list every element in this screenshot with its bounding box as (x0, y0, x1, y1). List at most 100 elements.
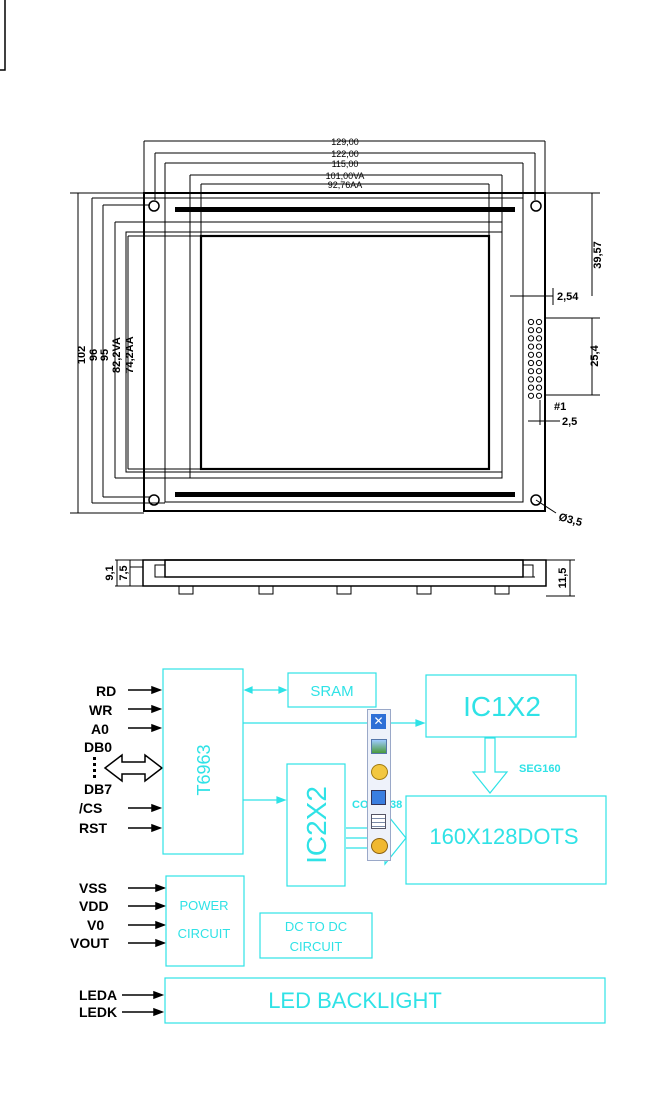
dim-115: 115,00 (332, 159, 359, 169)
pcb-inner (164, 197, 524, 503)
dim-92aa: 92,76AA (328, 180, 363, 190)
dim-82va: 82,2VA (111, 337, 123, 373)
mount-hole-tr (530, 200, 542, 212)
seg-arrow (471, 737, 509, 794)
connector-pin (535, 359, 543, 367)
signal-rst: RST (79, 820, 107, 836)
power-label-2: CIRCUIT (178, 926, 231, 941)
side-tabs (178, 585, 510, 595)
dim-122: 122,00 (331, 149, 359, 159)
backlight-label: LED BACKLIGHT (268, 988, 442, 1013)
sram-box (287, 672, 377, 708)
connector-pin (535, 368, 543, 375)
dim-75: 7,5 (118, 565, 130, 580)
connector-pin (535, 392, 543, 399)
ic1-label: IC1X2 (463, 691, 541, 722)
module-outline (143, 192, 546, 512)
signal-v0: V0 (87, 917, 104, 933)
signal-rd: RD (96, 683, 116, 699)
connector-pin (527, 318, 535, 326)
dim-95: 95 (99, 349, 111, 361)
power-label-1: POWER (179, 898, 228, 913)
signal-ledk: LEDK (79, 1004, 117, 1020)
connector-pin (527, 368, 535, 375)
mount-hole-br (530, 494, 542, 506)
signal-db7: DB7 (84, 781, 112, 797)
connector-pin (527, 327, 535, 334)
sram-label: SRAM (310, 683, 353, 700)
page-frame-corner (0, 0, 6, 71)
com-label: CO (352, 799, 369, 811)
mount-hole-tl (148, 200, 160, 212)
side-tab (416, 585, 432, 595)
connector-pin (535, 327, 543, 334)
dim-hole: Ø3,5 (557, 511, 583, 529)
dim-129: 129,00 (331, 137, 359, 147)
va-outline (189, 221, 503, 479)
data-bus-arrow (103, 753, 164, 783)
dim-96: 96 (88, 349, 100, 361)
connector-pin (527, 359, 535, 367)
com-label-2: 38 (390, 799, 402, 811)
signal-leda: LEDA (79, 987, 117, 1003)
connector-pin (527, 384, 535, 391)
connector-pin (535, 335, 543, 342)
ic1-box (425, 674, 577, 738)
dim-254b: 25,4 (589, 344, 601, 366)
connector-pins (527, 318, 543, 399)
floating-toolbar: ✕ (367, 709, 391, 861)
connector-pin (535, 376, 543, 383)
dcdc-label-2: CIRCUIT (290, 939, 343, 954)
dcdc-box (259, 912, 373, 959)
dim-254: 2,54 (557, 291, 579, 303)
connector-pin (527, 343, 535, 350)
signal-db0: DB0 (84, 739, 112, 755)
signal-a0: A0 (91, 721, 109, 737)
connector-pin (527, 392, 535, 399)
dim-115-side: 11,5 (557, 568, 569, 589)
side-tab (336, 585, 352, 595)
connector-pin (535, 384, 543, 391)
panel-label: 160X128DOTS (429, 824, 578, 849)
dim-91: 9,1 (104, 565, 116, 580)
window-icon[interactable] (371, 790, 386, 805)
connector-pin (527, 376, 535, 383)
signal-wr: WR (89, 702, 112, 718)
list-icon[interactable] (371, 814, 386, 829)
paint-icon[interactable] (371, 838, 388, 854)
dim-101va: 101,00VA (326, 171, 365, 181)
signal-vdd: VDD (79, 898, 109, 914)
side-tab (258, 585, 274, 595)
dim-102: 102 (76, 346, 88, 364)
controller-box (162, 668, 244, 855)
dcdc-label-1: DC TO DC (285, 919, 347, 934)
block-diagram: RD WR A0 DB0 DB7 /CS RST VSS VDD V0 VOUT… (70, 668, 607, 1024)
active-area (199, 234, 491, 471)
dim-pin1: #1 (554, 401, 566, 413)
picture-icon[interactable] (371, 739, 387, 754)
controller-label: T6963 (194, 744, 214, 795)
signal-vout: VOUT (70, 935, 109, 951)
seg-label: SEG160 (519, 763, 561, 775)
connector-pin (535, 318, 543, 326)
power-box (165, 875, 245, 967)
ic2-box (286, 763, 346, 887)
mount-hole-bl (148, 494, 160, 506)
connector-pin (535, 351, 543, 358)
top-view: 129,00 122,00 115,00 101,00VA 92,76AA 10… (70, 137, 604, 529)
signal-cs: /CS (79, 800, 102, 816)
dim-74aa: 74,2AA (124, 336, 136, 373)
connector-pin (527, 335, 535, 342)
backlight-box (164, 977, 606, 1024)
panel-box (405, 795, 607, 885)
signal-vss: VSS (79, 880, 107, 896)
pin-icon[interactable]: ✕ (371, 714, 386, 729)
connector-pin (527, 351, 535, 358)
bottom-bar (175, 492, 515, 497)
palette-icon[interactable] (371, 764, 388, 780)
ic2-label: IC2X2 (301, 786, 332, 864)
side-tab (494, 585, 510, 595)
connector-pin (535, 343, 543, 350)
dim-25: 2,5 (562, 416, 577, 428)
